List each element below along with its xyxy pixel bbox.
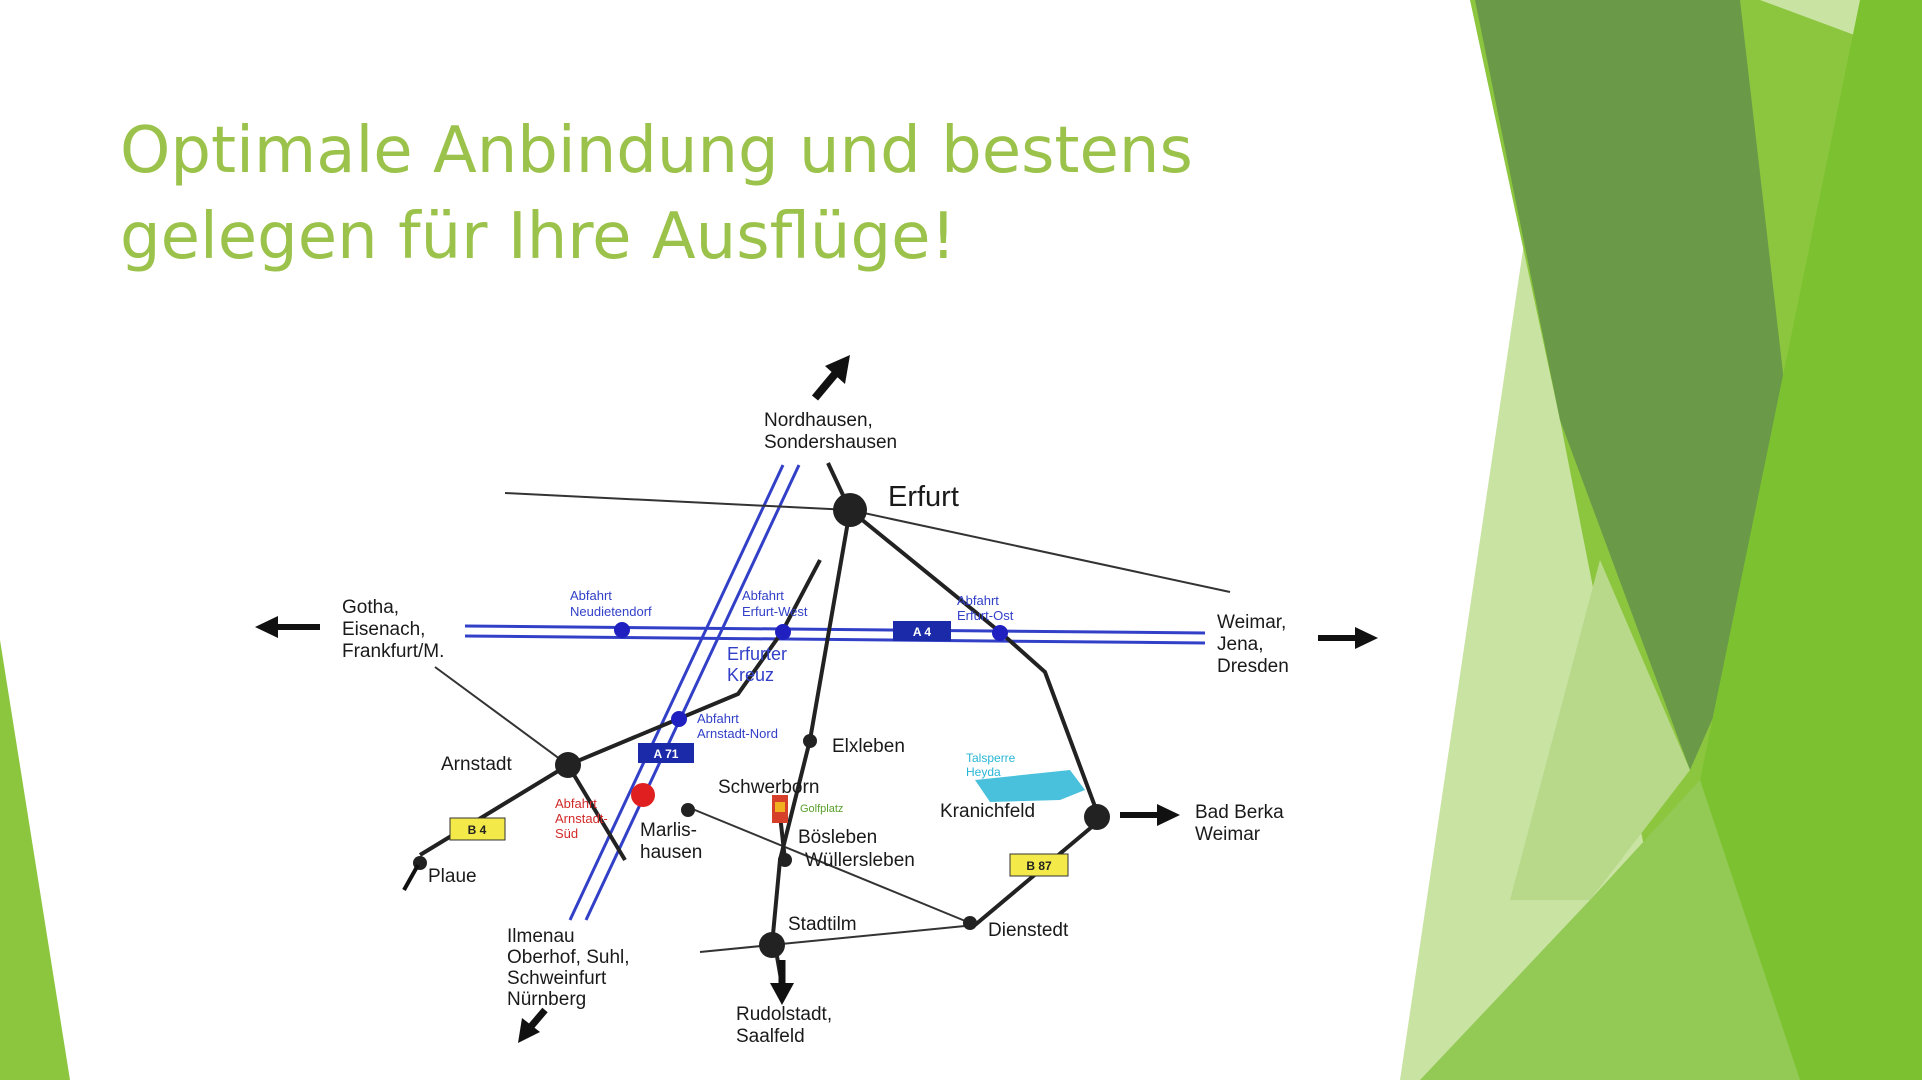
right-facet-dark xyxy=(1475,0,1800,770)
label-kreuz-1: Erfurter xyxy=(727,644,787,664)
label-exit-erfurt-ost-word: Abfahrt xyxy=(957,593,999,608)
right-facet-sliver xyxy=(1510,560,1690,900)
label-east-3: Dresden xyxy=(1217,656,1289,677)
label-plaue: Plaue xyxy=(428,866,477,887)
right-facet-bottom xyxy=(1420,780,1800,1080)
node-arnstadt xyxy=(555,752,581,778)
label-badberka-2: Weimar xyxy=(1195,824,1261,845)
left-green-facet xyxy=(0,640,70,1080)
arrow-west-icon xyxy=(255,616,320,638)
label-east-2: Jena, xyxy=(1217,634,1263,655)
label-exit-erfurt-ost: Erfurt-Ost xyxy=(957,608,1014,623)
node-erfurt xyxy=(833,493,867,527)
label-arnstadt: Arnstadt xyxy=(441,754,512,775)
label-erfurt: Erfurt xyxy=(888,481,959,513)
label-kranichfeld: Kranichfeld xyxy=(940,801,1035,822)
label-exit-neudietendorf: Neudietendorf xyxy=(570,604,652,619)
arrow-south-icon xyxy=(770,960,794,1005)
label-exit-arnstadt-sued-2: Süd xyxy=(555,826,578,841)
arrow-east-icon-kranichfeld xyxy=(1120,804,1180,826)
node-dienstedt xyxy=(963,916,977,930)
label-bosleben: Bösleben xyxy=(798,827,877,848)
badge-a71-label: A 71 xyxy=(654,747,679,761)
label-north-2: Sondershausen xyxy=(764,432,897,453)
label-west-3: Frankfurt/M. xyxy=(342,641,444,662)
arrow-northwest-icon xyxy=(402,864,420,891)
label-exit-erfurt-west-word: Abfahrt xyxy=(742,588,784,603)
badge-b4-label: B 4 xyxy=(468,823,487,837)
label-dienstedt: Dienstedt xyxy=(988,920,1069,941)
node-kranichfeld xyxy=(1084,804,1110,830)
label-marlishausen-1: Marlis- xyxy=(640,820,697,841)
slide-title: Optimale Anbindung und bestens gelegen f… xyxy=(120,108,1370,280)
node-elxleben xyxy=(803,734,817,748)
node-stadtilm xyxy=(759,932,785,958)
slide-title-line-2: gelegen für Ihre Ausflüge! xyxy=(120,200,957,274)
slide-title-line-1: Optimale Anbindung und bestens xyxy=(120,114,1193,188)
label-wullersleben: Wüllersleben xyxy=(805,850,915,871)
node-marlishausen xyxy=(681,803,695,817)
badge-a4: A 4 xyxy=(893,621,951,641)
badge-b4: B 4 xyxy=(449,817,506,841)
label-south-3: Schweinfurt xyxy=(507,968,607,989)
label-west-1: Gotha, xyxy=(342,597,399,618)
label-rudolstadt-2: Saalfeld xyxy=(736,1026,805,1047)
arrow-southwest-icon xyxy=(518,1007,548,1043)
badge-a4-label: A 4 xyxy=(913,625,932,639)
label-south-2: Oberhof, Suhl, xyxy=(507,947,630,968)
label-west-2: Eisenach, xyxy=(342,619,425,640)
label-stadtilm: Stadtilm xyxy=(788,914,857,935)
label-exit-arnstadt-sued-word: Abfahrt xyxy=(555,796,597,811)
label-exit-arnstadt-nord: Arnstadt-Nord xyxy=(697,726,778,741)
exit-nodes xyxy=(614,622,1008,727)
label-lake-1: Talsperre xyxy=(966,751,1016,765)
label-rudolstadt-1: Rudolstadt, xyxy=(736,1004,832,1025)
label-badberka-1: Bad Berka xyxy=(1195,802,1284,823)
badge-a71: A 71 xyxy=(638,743,694,763)
label-south-1: Ilmenau xyxy=(507,926,575,947)
right-facet-bright xyxy=(1700,0,1922,1080)
node-wullersleben xyxy=(778,853,792,867)
exit-arnstadt-nord-node xyxy=(671,711,687,727)
label-marlishausen-2: hausen xyxy=(640,842,702,863)
arrow-north-icon xyxy=(811,355,850,401)
exit-erfurt-ost-node xyxy=(992,625,1008,641)
arrow-east-icon xyxy=(1318,627,1378,649)
label-north-1: Nordhausen, xyxy=(764,410,873,431)
badge-b87: B 87 xyxy=(1009,853,1069,877)
talsperre-lake xyxy=(975,770,1085,802)
label-exit-erfurt-west: Erfurt-West xyxy=(742,604,808,619)
exit-arnstadt-sued-node xyxy=(631,783,655,807)
label-elxleben: Elxleben xyxy=(832,736,905,757)
exit-erfurt-west-node xyxy=(775,624,791,640)
label-schwerborn: Schwerborn xyxy=(718,777,819,798)
a4-motorway xyxy=(464,624,1206,645)
label-lake-2: Heyda xyxy=(966,765,1001,779)
exit-neudietendorf-node xyxy=(614,622,630,638)
golf-marker-inner xyxy=(775,802,785,812)
rail-lines xyxy=(434,492,1231,953)
label-kreuz-2: Kreuz xyxy=(727,665,774,685)
label-east-1: Weimar, xyxy=(1217,612,1286,633)
a71-motorway xyxy=(568,464,801,921)
label-exit-arnstadt-sued-1: Arnstadt- xyxy=(555,811,608,826)
label-exit-arnstadt-nord-word: Abfahrt xyxy=(697,711,739,726)
label-golf: Golfplatz xyxy=(800,803,843,815)
map-nodes xyxy=(413,493,1110,958)
label-south-4: Nürnberg xyxy=(507,989,586,1010)
badge-b87-label: B 87 xyxy=(1026,859,1052,873)
label-exit-neudietendorf-word: Abfahrt xyxy=(570,588,612,603)
